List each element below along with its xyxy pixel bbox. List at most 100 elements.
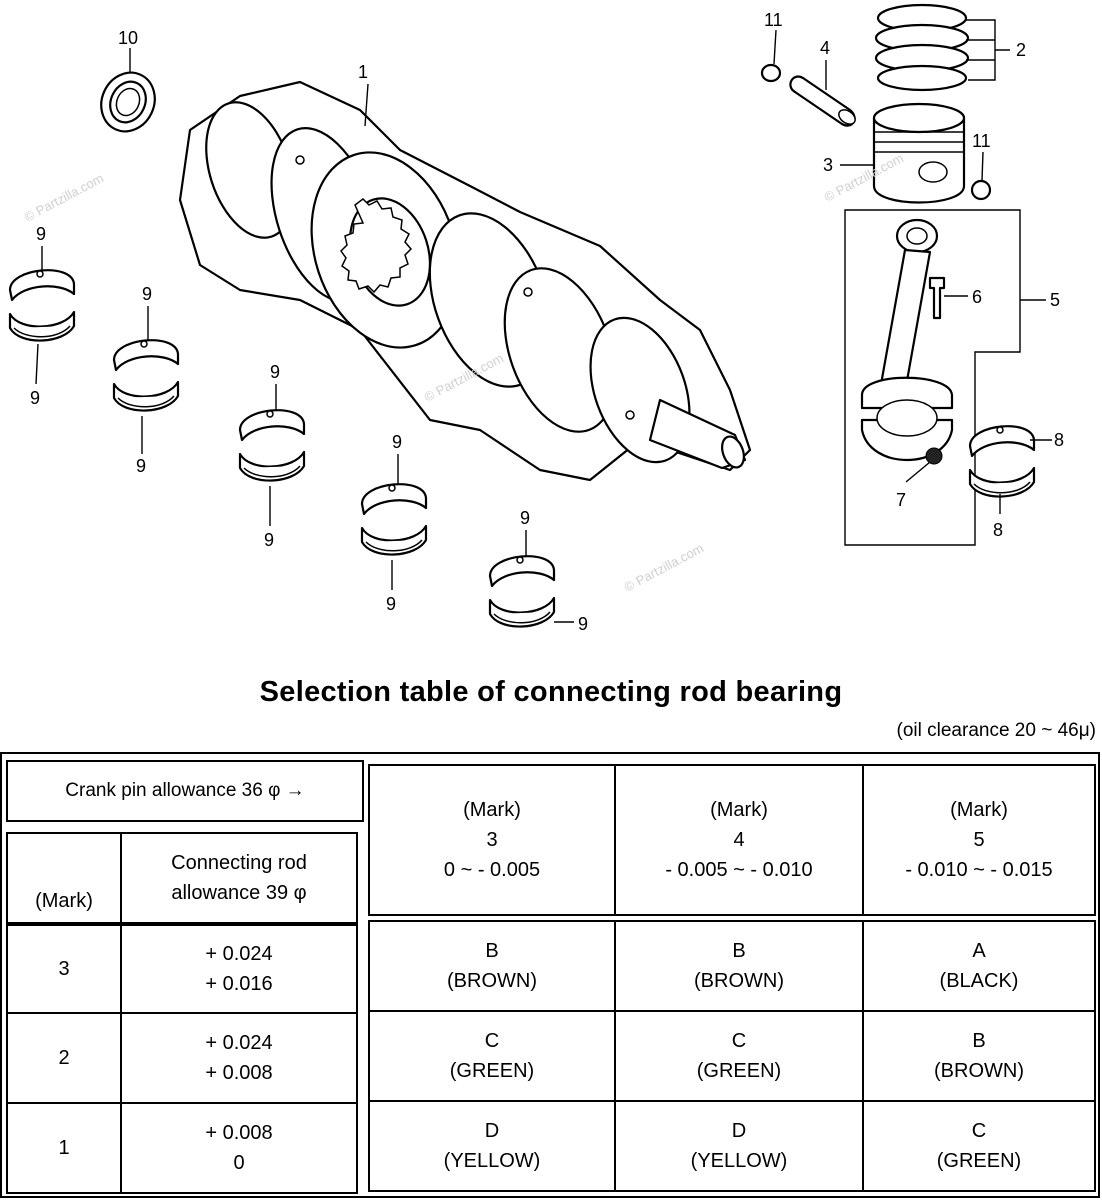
callout-2: 2 [1016,40,1026,60]
bearing-code: D [484,1120,500,1142]
callout-9: 9 [270,362,280,382]
allowance-low: + 0.008 [205,1062,273,1084]
callout-9: 9 [136,456,146,476]
connecting-rod [860,218,954,461]
bearing-color: (GREEN) [449,1060,535,1082]
oil-seal [100,71,156,133]
callout-1: 1 [358,62,368,82]
callout-11-right: 11 [972,131,991,151]
allowance-high: + 0.024 [205,1032,273,1054]
table-cell: B (BROWN) [614,920,864,1012]
crank-pin-header-text: Crank pin allowance 36 φ → [65,780,305,801]
bearing-color: (YELLOW) [690,1150,788,1172]
main-bearing-1 [8,269,76,342]
callout-5: 5 [1050,290,1060,310]
table-cell: C (GREEN) [862,1100,1096,1192]
row-mark-header: (Mark) [6,832,122,924]
table-cell: B (BROWN) [368,920,616,1012]
bearing-code: C [484,1030,500,1052]
col-range: - 0.005 ~ - 0.010 [665,859,813,881]
callout-6: 6 [972,287,982,307]
allowance-high: + 0.024 [205,943,273,965]
crankshaft [178,80,752,482]
callout-8-top: 8 [1054,430,1064,450]
main-bearing-4 [360,483,428,556]
callout-9: 9 [30,388,40,408]
bearing-color: (GREEN) [936,1150,1022,1172]
rod-bolt [928,276,946,320]
piston-pin [789,75,856,127]
bearing-code: B [972,1030,986,1052]
row-mark-2: 2 [6,1012,122,1104]
table-cell: C (GREEN) [368,1010,616,1102]
table-subtitle: (oil clearance 20 ~ 46μ) [896,720,1096,741]
bearing-code: C [731,1030,747,1052]
bearing-code: B [732,940,746,962]
col-mark-value: 5 [973,829,985,851]
allowance-low: 0 [233,1152,245,1174]
col-header-3: (Mark) 3 0 ~ - 0.005 [368,764,616,916]
row-allowance-3: + 0.024 + 0.016 [120,924,358,1014]
col-mark-value: 3 [486,829,498,851]
callout-9: 9 [142,284,152,304]
callout-4: 4 [820,38,830,58]
bearing-code: A [972,940,986,962]
callout-11-top: 11 [764,10,783,30]
piston [872,102,966,204]
table-cell: C (GREEN) [614,1010,864,1102]
allowance-low: + 0.016 [205,973,273,995]
bearing-color: (BROWN) [934,1060,1024,1082]
conrod-allowance-header: Connecting rod allowance 39 φ [120,832,358,924]
col-range: - 0.010 ~ - 0.015 [905,859,1053,881]
callout-8-bottom: 8 [993,520,1003,540]
bearing-code: D [731,1120,747,1142]
col-mark-label: (Mark) [710,799,768,821]
callout-3: 3 [823,155,833,175]
table-cell: D (YELLOW) [368,1100,616,1192]
callout-9: 9 [392,432,402,452]
callout-9: 9 [264,530,274,550]
main-bearing-5 [488,555,556,628]
circlip-right [970,179,992,201]
col-mark-value: 4 [733,829,745,851]
conrod-header-line2: allowance 39 φ [171,882,307,904]
callout-7: 7 [896,490,906,510]
table-cell: D (YELLOW) [614,1100,864,1192]
col-header-5: (Mark) 5 - 0.010 ~ - 0.015 [862,764,1096,916]
main-bearing-3 [238,409,306,482]
row-allowance-2: + 0.024 + 0.008 [120,1012,358,1104]
callout-9: 9 [386,594,396,614]
bearing-color: (GREEN) [696,1060,782,1082]
col-range: 0 ~ - 0.005 [443,859,541,881]
conrod-header-line1: Connecting rod [171,852,307,874]
bearing-color: (BLACK) [939,970,1019,992]
piston-rings [874,3,970,92]
callout-9: 9 [520,508,530,528]
bearing-code: B [485,940,499,962]
callout-10: 10 [118,28,138,48]
circlip-left [760,63,782,83]
bearing-color: (YELLOW) [443,1150,541,1172]
main-bearing-2 [112,339,180,412]
allowance-high: + 0.008 [205,1122,273,1144]
bearing-code: C [971,1120,987,1142]
row-mark-1: 1 [6,1102,122,1194]
col-header-4: (Mark) 4 - 0.005 ~ - 0.010 [614,764,864,916]
conrod-bearing [968,425,1036,498]
rod-nut [925,447,943,465]
parts-diagram: 10 1 2 3 4 [8,3,1064,634]
selection-table: Crank pin allowance 36 φ → (Mark) Connec… [0,752,1100,1198]
callout-9: 9 [36,224,46,244]
col-mark-label: (Mark) [950,799,1008,821]
table-title: Selection table of connecting rod bearin… [259,676,843,708]
callout-9: 9 [578,614,588,634]
col-mark-label: (Mark) [463,799,521,821]
row-mark-3: 3 [6,924,122,1014]
bearing-color: (BROWN) [447,970,537,992]
table-cell: B (BROWN) [862,1010,1096,1102]
row-mark-header-text: (Mark) [35,890,93,912]
table-cell: A (BLACK) [862,920,1096,1012]
bearing-color: (BROWN) [694,970,784,992]
row-mark-value: 1 [58,1137,70,1159]
row-allowance-1: + 0.008 0 [120,1102,358,1194]
